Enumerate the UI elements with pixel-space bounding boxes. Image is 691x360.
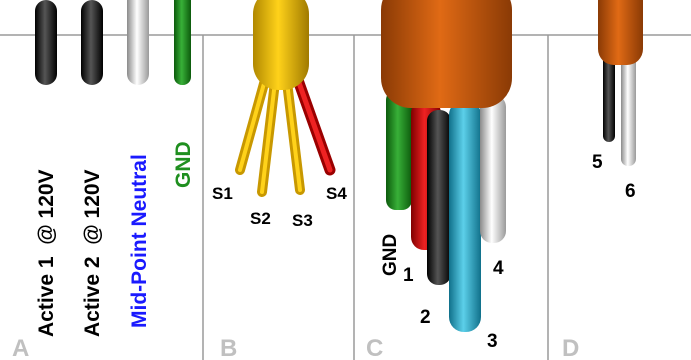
wire-s3-highlight [285, 80, 302, 192]
cable-c-jacket [381, 0, 512, 108]
label-s3: S3 [292, 211, 313, 230]
wire-active-2 [81, 0, 103, 85]
panel-letter-b: B [220, 335, 237, 360]
panel-letter-c: C [366, 335, 383, 360]
wire-s1-highlight [238, 78, 267, 172]
label-c-4: 4 [493, 258, 504, 279]
wire-c-gnd [386, 90, 412, 210]
wire-d-6 [621, 50, 636, 166]
cable-d-jacket [598, 0, 643, 65]
panel-frame [0, 34, 691, 360]
panel-b: S1 S2 S3 S4 B [212, 0, 347, 360]
label-active-2: Active 2 @ 120V [81, 169, 104, 337]
wire-mid-point-neutral [127, 0, 149, 85]
label-gnd-a: GND [172, 141, 195, 188]
panel-c: GND 1 2 3 4 C [366, 0, 512, 360]
wire-c-4 [480, 95, 506, 243]
wire-gnd [174, 0, 191, 85]
label-s2: S2 [250, 209, 271, 228]
label-c-gnd: GND [380, 234, 401, 276]
label-active-1: Active 1 @ 120V [35, 169, 58, 337]
panel-letter-a: A [12, 335, 29, 360]
panel-d: 5 6 D [562, 0, 643, 360]
label-d-5: 5 [592, 152, 603, 173]
label-c-2: 2 [420, 307, 431, 328]
label-s1: S1 [212, 184, 233, 203]
label-c-1: 1 [403, 265, 414, 286]
label-s4: S4 [326, 184, 347, 203]
label-c-3: 3 [487, 331, 498, 352]
wire-s4-highlight [295, 77, 333, 173]
panel-letter-d: D [562, 335, 579, 360]
cable-b-jacket [253, 0, 309, 90]
wire-s2-highlight [260, 80, 277, 194]
label-d-6: 6 [625, 181, 636, 202]
wire-c-3 [449, 100, 481, 332]
label-mid-point-neutral: Mid-Point Neutral [128, 154, 151, 328]
panel-a: Active 1 @ 120V Active 2 @ 120V Mid-Poin… [12, 0, 195, 360]
wire-c-2 [427, 110, 451, 285]
wire-d-5 [603, 50, 615, 142]
wire-active-1 [35, 0, 57, 85]
